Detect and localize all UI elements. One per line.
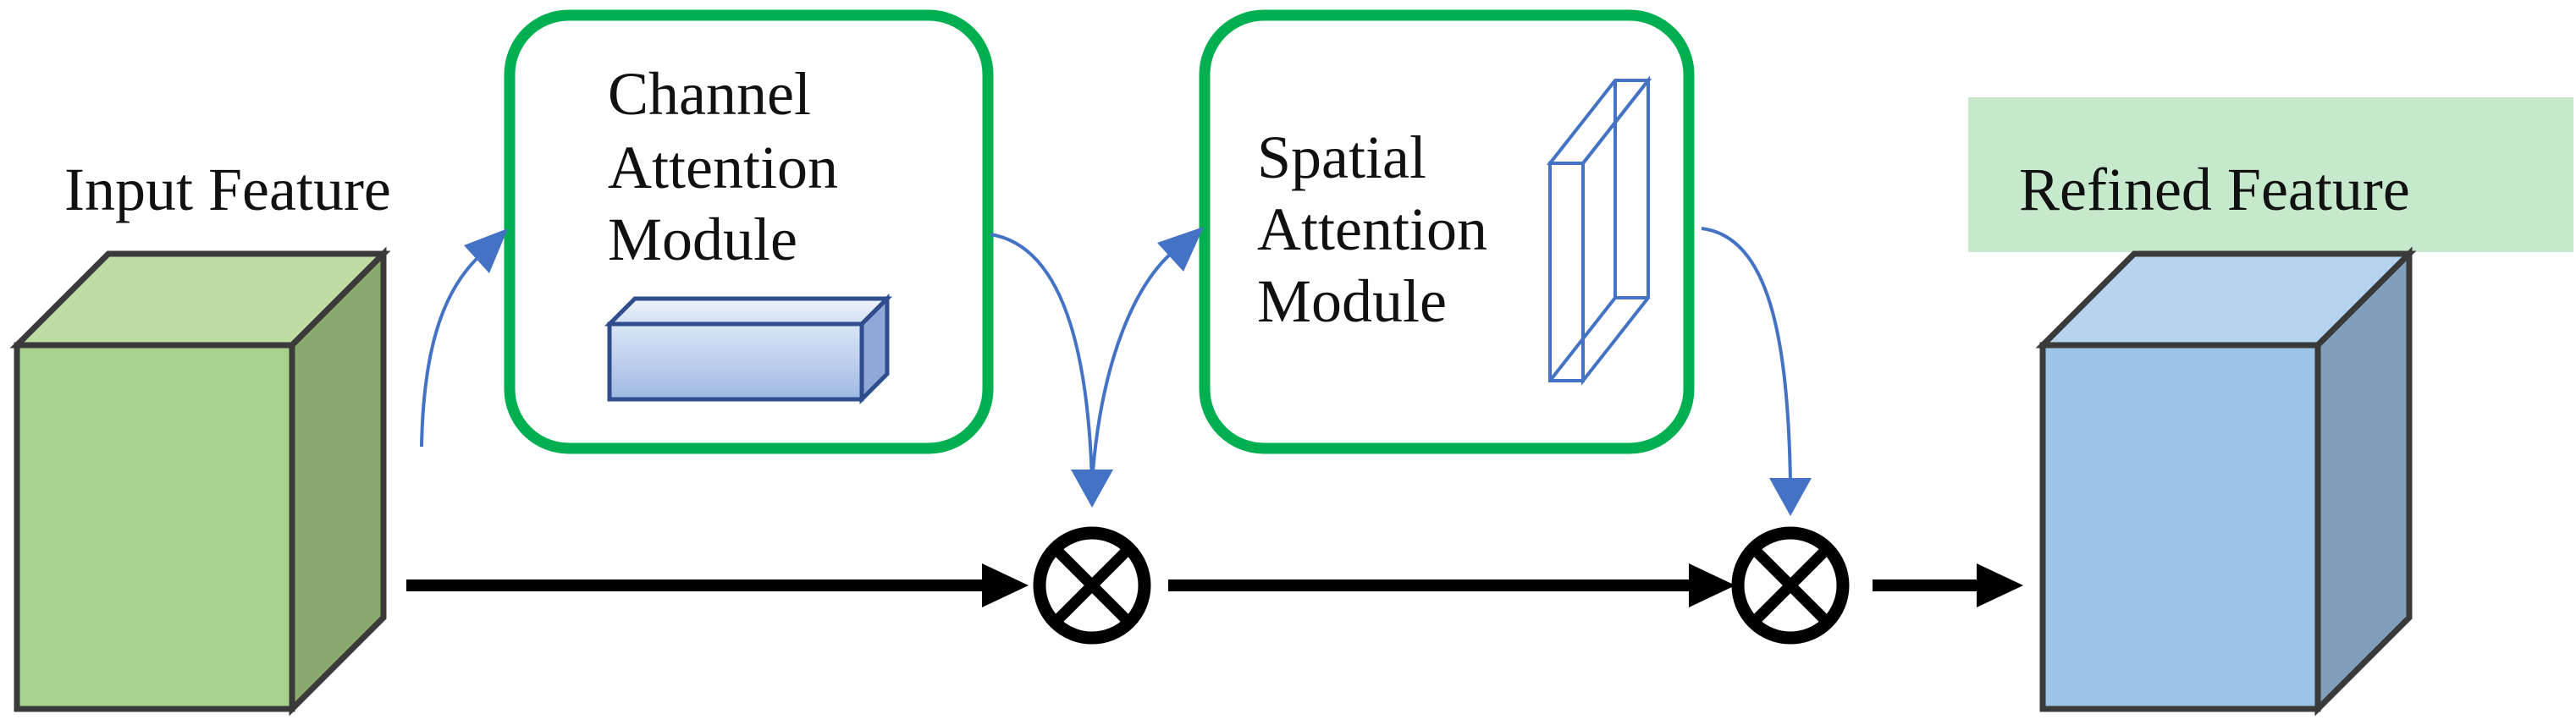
refined-cube-side [2314, 246, 2413, 717]
attention-arrows [420, 227, 1792, 483]
channel-attention-module: Channel Attention Module [504, 9, 994, 454]
attention-arrow-multiply-to-spatial [1090, 244, 1183, 483]
channel-module-line-1: Channel [608, 60, 811, 128]
attention-arrow-input-to-channel [420, 248, 488, 448]
attention-arrowheads [464, 227, 1812, 516]
spatial-module-line-1: Spatial [1257, 124, 1426, 191]
input-cube-front [14, 342, 295, 712]
main-arrow-1-head [982, 563, 1029, 607]
attention-arrow-spatial-to-multiply [1701, 227, 1792, 483]
channel-bar-top [604, 296, 893, 327]
refined-feature-label-bg [1968, 97, 2573, 252]
attention-arrowhead-4 [1769, 478, 1812, 516]
input-feature-label: Input Feature [64, 156, 391, 223]
main-flow-arrows [406, 563, 2023, 607]
attention-arrow-channel-to-multiply [990, 233, 1094, 483]
attention-arrowhead-2 [1071, 470, 1113, 508]
spatial-module-line-3: Module [1257, 267, 1447, 335]
multiply-node-1 [1033, 526, 1151, 645]
main-arrow-3-head [1977, 563, 2023, 607]
channel-attention-bar-icon [604, 293, 893, 405]
input-cube-side [289, 246, 387, 717]
refined-feature-label: Refined Feature [2019, 156, 2410, 223]
channel-module-line-3: Module [608, 206, 797, 273]
spatial-module-border [1199, 9, 1695, 454]
spatial-module-line-2: Attention [1257, 195, 1487, 263]
attention-arrowhead-1 [464, 228, 508, 273]
channel-module-line-2: Attention [608, 134, 838, 201]
multiply-node-1-x-b [1054, 547, 1130, 623]
refined-cube-front [2039, 342, 2321, 712]
channel-bar-front [607, 321, 864, 402]
multiply-node-2-x-b [1752, 547, 1829, 623]
spatial-attention-slab-icon [1546, 75, 1652, 386]
multiply-node-2 [1731, 526, 1850, 645]
attention-arrowhead-3 [1157, 227, 1204, 272]
refined-feature-cube [2035, 246, 2417, 717]
spatial-slab-edge-1 [1548, 296, 1617, 382]
input-feature-cube [9, 246, 391, 717]
spatial-attention-module: Spatial Attention Module [1199, 9, 1695, 454]
main-arrow-2-head [1689, 563, 1735, 607]
